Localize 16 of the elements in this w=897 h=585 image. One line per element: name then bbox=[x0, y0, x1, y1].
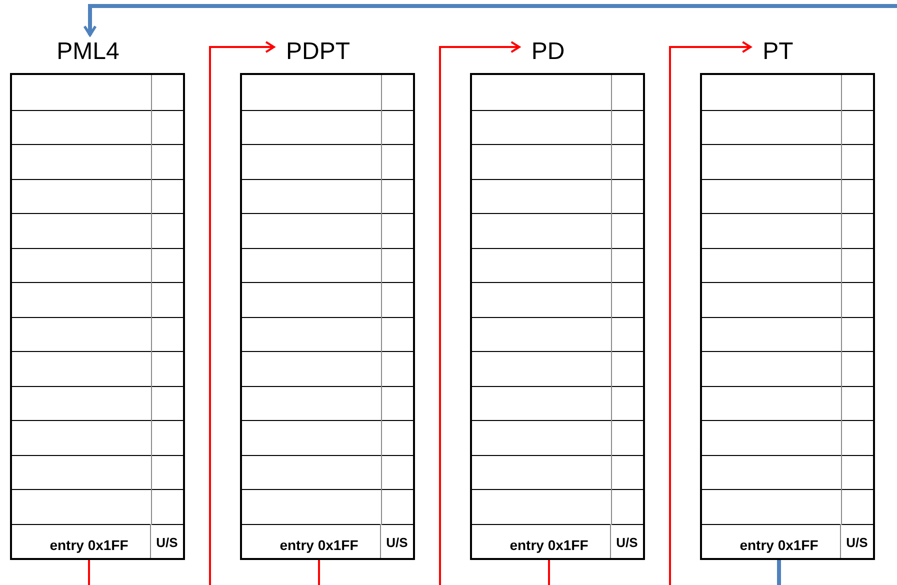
table-title: PT bbox=[762, 38, 794, 66]
flag-label: U/S bbox=[616, 535, 638, 550]
arrow bbox=[88, 41, 275, 585]
entry-label: entry 0x1FF bbox=[280, 537, 358, 553]
flag-label: U/S bbox=[156, 535, 178, 550]
table-title: PML4 bbox=[56, 38, 120, 66]
entry-label: entry 0x1FF bbox=[50, 537, 128, 553]
entry-label: entry 0x1FF bbox=[740, 537, 818, 553]
flag-label: U/S bbox=[846, 535, 868, 550]
table-title: PD bbox=[530, 38, 566, 66]
table-title: PDPT bbox=[284, 38, 351, 66]
entry-label: entry 0x1FF bbox=[510, 537, 588, 553]
arrow bbox=[548, 41, 752, 585]
arrow bbox=[83, 4, 897, 585]
arrow bbox=[318, 41, 520, 585]
flag-label: U/S bbox=[386, 535, 408, 550]
